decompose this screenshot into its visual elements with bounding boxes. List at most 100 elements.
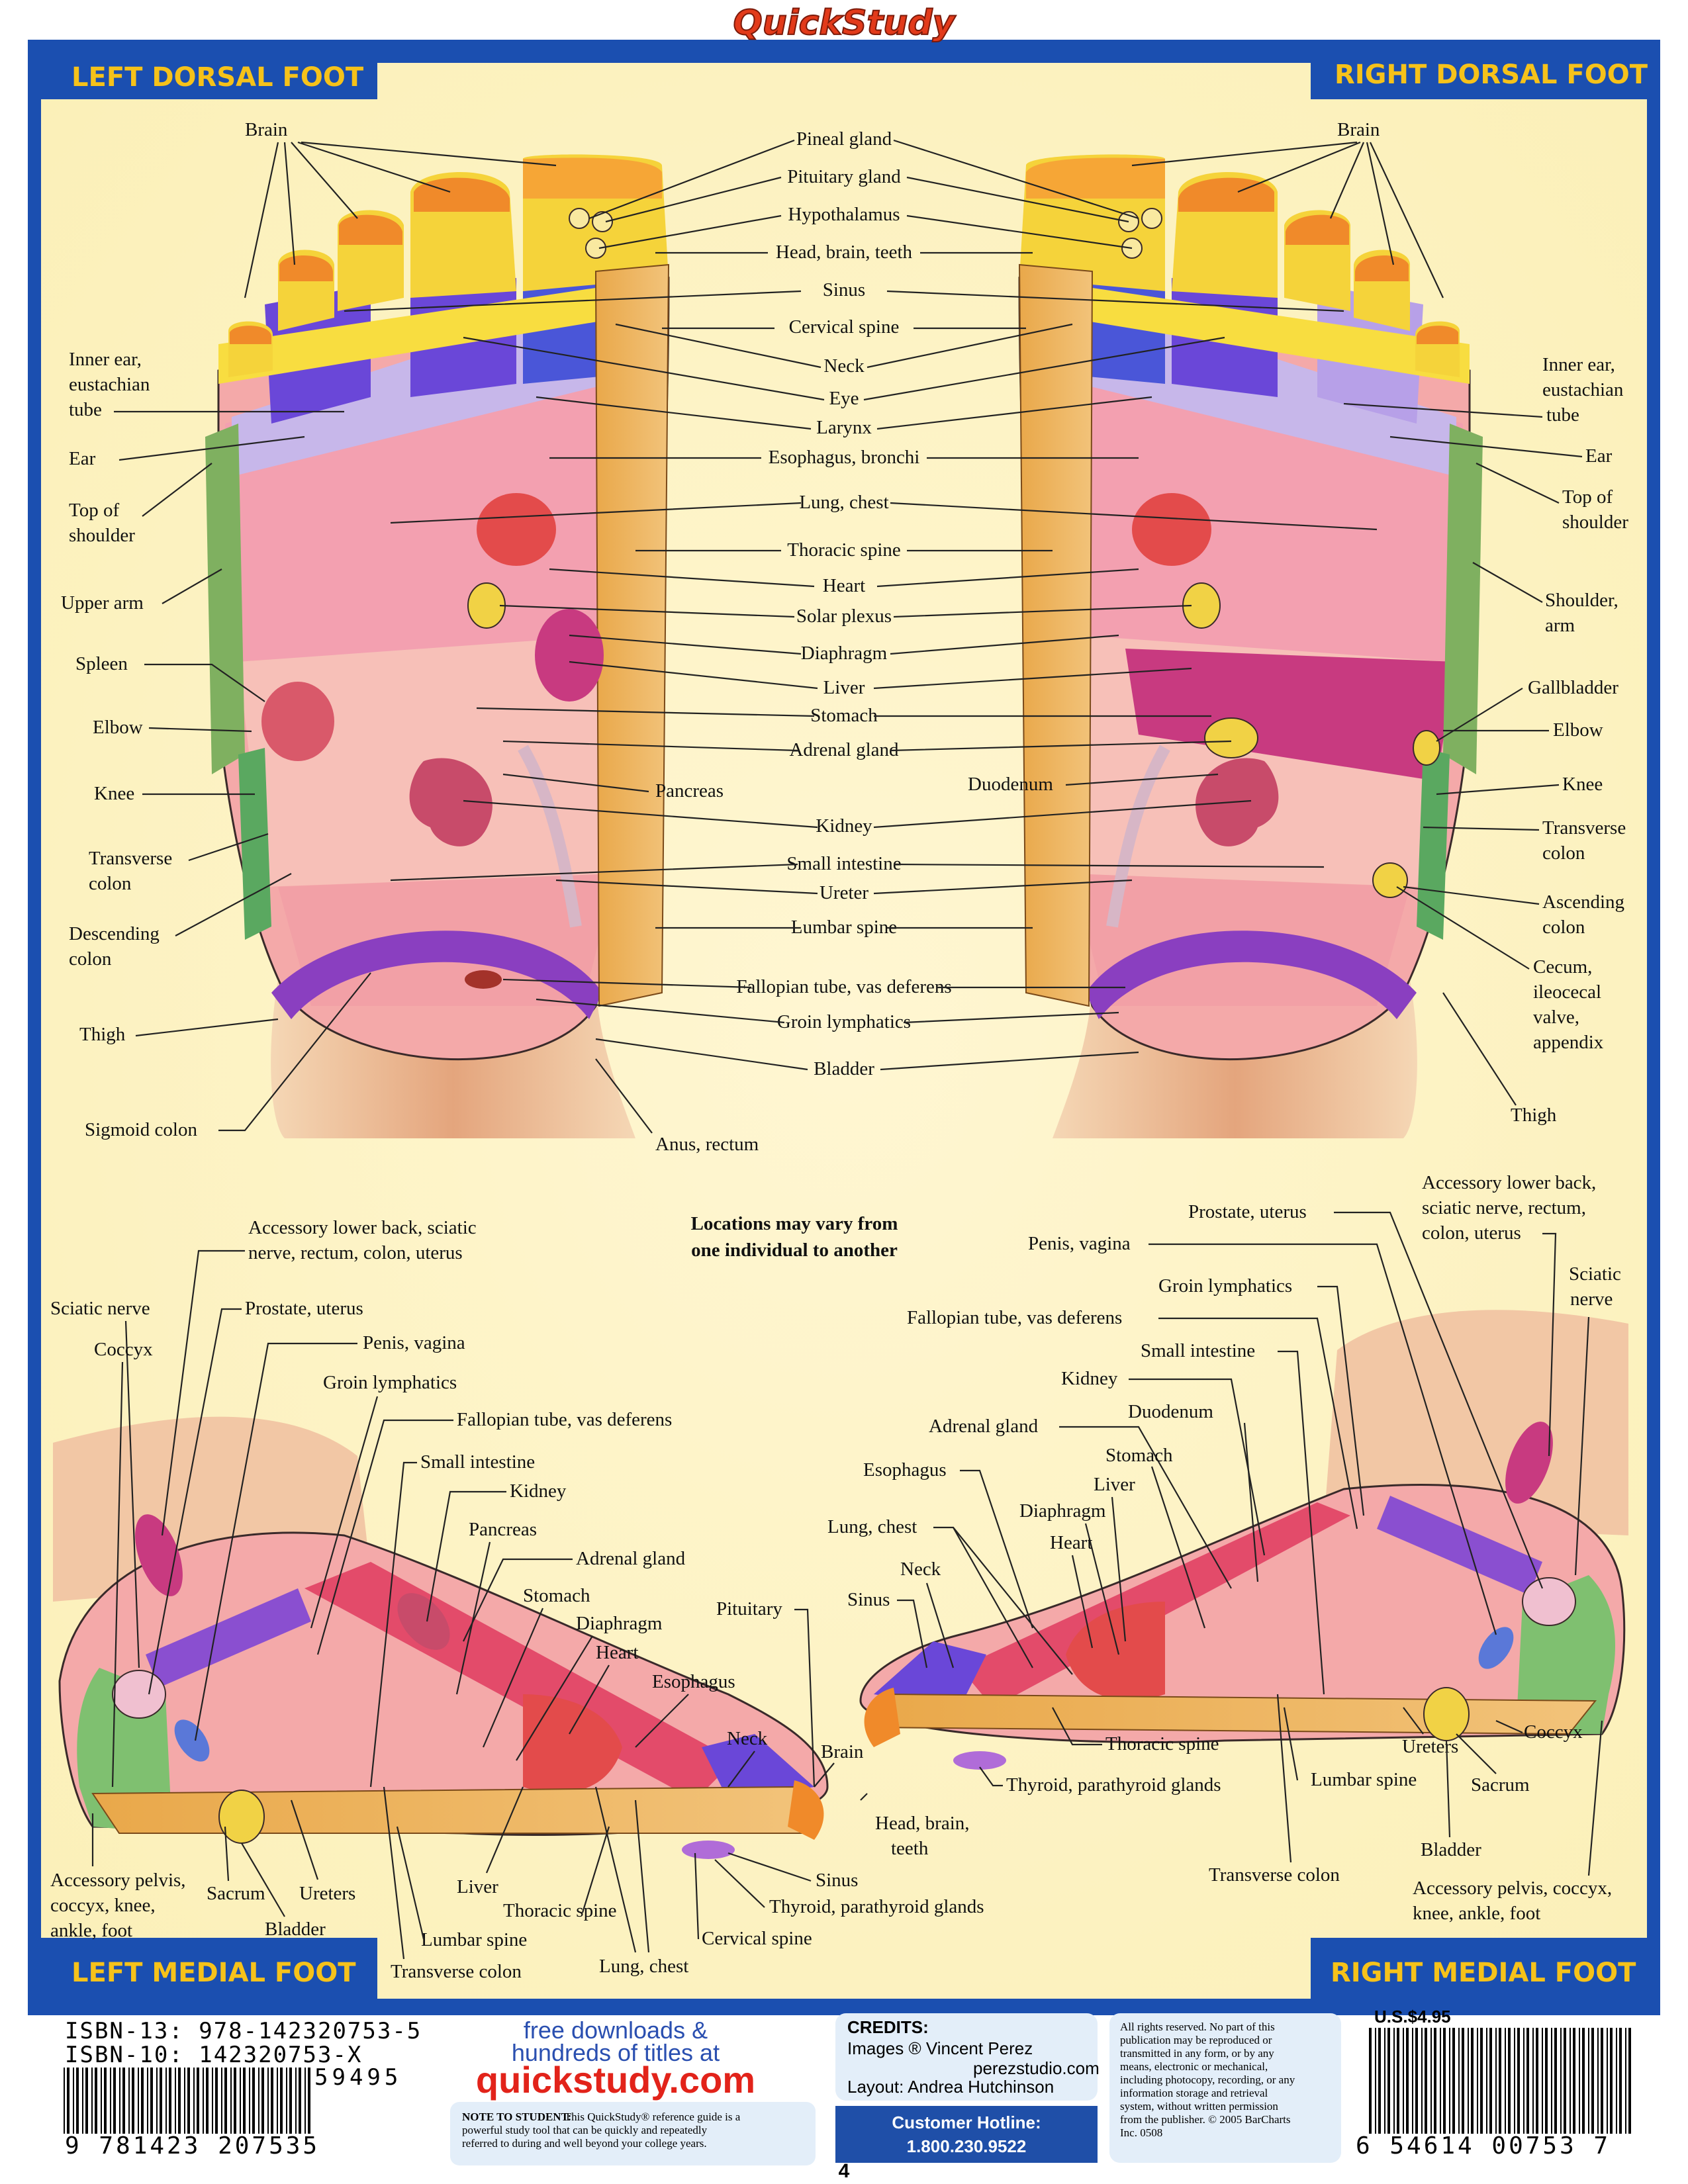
left-medial-labels-acc-pelvis-2-label: ankle, foot [50, 1920, 132, 1941]
panels-right-medial-label: RIGHT MEDIAL FOOT [1331, 1958, 1636, 1988]
left-medial-labels-sinus-label: Sinus [816, 1870, 858, 1891]
dorsal-center-labels-14-label: Diaphragm [801, 643, 888, 664]
left-dorsal-labels-thigh-label: Thigh [79, 1024, 126, 1045]
left-dorsal-labels-anus-label: Anus, rectum [655, 1134, 759, 1155]
barcode-bar [1607, 2028, 1608, 2134]
dorsal-center-labels-4-label: Sinus [823, 279, 865, 300]
barcode-bar [1526, 2028, 1529, 2134]
credits-box [835, 2013, 1098, 2101]
dorsal-center-labels-1-label: Pituitary gland [787, 166, 901, 187]
header-right-medial: RIGHT MEDIAL FOOT [1311, 1938, 1647, 2000]
barcode-bar [104, 2068, 107, 2134]
right-medial-labels-sciatic-0-label: Sciatic [1569, 1263, 1621, 1285]
right-medial-labels-stomach-label: Stomach [1105, 1445, 1173, 1466]
left-medial-labels-cervical-label: Cervical spine [702, 1928, 812, 1949]
dorsal-center-labels-23-label: Groin lymphatics [777, 1011, 911, 1032]
right-medial-labels: Accessory lower back, sciatic nerve, rec… [827, 1172, 1621, 1924]
barcode-bar [193, 2068, 195, 2134]
barcode-bar [119, 2068, 120, 2134]
barcode-bar [160, 2068, 162, 2134]
barcode-bar [1591, 2028, 1594, 2134]
barcode-bar [184, 2068, 185, 2134]
dorsal-center-labels-20-label: Ureter [820, 882, 868, 903]
free-downloads: free downloads & [524, 2017, 708, 2044]
barcode-bar [1588, 2028, 1589, 2134]
barcode-bar [1573, 2028, 1575, 2134]
barcode-bar [305, 2068, 306, 2134]
barcode-bar [206, 2068, 209, 2134]
right-dorsal-labels-top-shoulder-1-label: shoulder [1562, 512, 1628, 533]
left-medial-labels-brain-label: Brain [821, 1741, 864, 1762]
left-dorsal-labels-knee-label: Knee [94, 783, 134, 804]
right-medial-labels-coccyx-label: Coccyx [1524, 1721, 1583, 1743]
right-medial-labels-neck-label: Neck [900, 1559, 941, 1580]
dorsal-center-labels-0-label: Pineal gland [796, 128, 892, 150]
right-toes [1019, 154, 1460, 377]
barcode-bar [110, 2068, 111, 2134]
barcode-bar [1514, 2028, 1515, 2134]
barcode-bar [1628, 2028, 1631, 2134]
right-medial-labels-sciatic-1-label: nerve [1570, 1289, 1613, 1310]
barcode-bar [138, 2068, 139, 2134]
barcode-bar [249, 2068, 250, 2134]
right-medial-labels-acc-pelvis-1-label: knee, ankle, foot [1413, 1903, 1540, 1924]
quickstudy-site-link[interactable]: quickstudy.com [476, 2059, 755, 2101]
left-dorsal-labels-upper-arm-label: Upper arm [61, 592, 144, 614]
right-dorsal-labels-top-shoulder-0-label: Top of [1562, 486, 1613, 508]
left-dorsal-labels: Brain Inner ear, eustachian tube Ear Top… [61, 119, 759, 1155]
left-dorsal-labels-transverse-0-label: Transverse [89, 848, 172, 869]
barcode-bar [271, 2068, 273, 2134]
left-medial-labels-acc-lower-back-0-label: Accessory lower back, sciatic [248, 1217, 477, 1238]
dorsal-center-labels-12-label: Heart [823, 575, 865, 596]
hotline-number: 1.800.230.9522 [907, 2136, 1027, 2156]
barcode-bar [1452, 2028, 1455, 2134]
variation-note-line1: Locations may vary from [691, 1213, 898, 1234]
barcode-bar [1425, 2028, 1427, 2134]
barcode-bar [1403, 2028, 1404, 2134]
dorsal-center-labels-21-label: Lumbar spine [791, 917, 897, 938]
left-medial-foot [53, 1416, 829, 1859]
barcode-bar [1375, 2028, 1376, 2134]
barcode-bar [1545, 2028, 1548, 2134]
barcode-bar [203, 2068, 204, 2134]
barcode-bar [1415, 2028, 1418, 2134]
barcode-bar [299, 2068, 301, 2134]
barcode-bar [85, 2068, 88, 2134]
quickstudy-logo: QuickStudy [733, 3, 957, 44]
barcode-bar [1406, 2028, 1409, 2134]
right-dorsal-labels-thigh-label: Thigh [1511, 1105, 1557, 1126]
right-medial-labels-heart-label: Heart [1050, 1532, 1092, 1553]
left-dorsal-labels-transverse-1-label: colon [89, 873, 132, 894]
left-medial-labels-heart-label: Heart [596, 1642, 638, 1663]
dorsal-center-labels-16-label: Stomach [810, 705, 878, 726]
right-dorsal-labels-cecum-1-label: ileocecal [1533, 981, 1601, 1003]
barcode-bar [132, 2068, 134, 2134]
right-dorsal-labels-knee-label: Knee [1562, 774, 1603, 795]
rights-box [1109, 2013, 1341, 2163]
left-medial-labels-acc-pelvis-0-label: Accessory pelvis, [50, 1870, 186, 1891]
right-medial-labels-lung-label: Lung, chest [827, 1516, 917, 1537]
left-medial-labels-coccyx-label: Coccyx [94, 1339, 153, 1360]
variation-note-line2: one individual to another [691, 1240, 898, 1261]
right-medial-labels-small-int-label: Small intestine [1141, 1340, 1255, 1361]
barcode-bar [1619, 2028, 1622, 2134]
dorsal-center-labels-8-label: Larynx [816, 417, 872, 438]
right-medial-labels-acc-pelvis-0-label: Accessory pelvis, coccyx, [1413, 1878, 1612, 1899]
left-toes [228, 154, 669, 377]
barcode-bar [1430, 2028, 1432, 2134]
right-medial-labels-prostate-label: Prostate, uterus [1188, 1201, 1307, 1222]
panels-left-dorsal-label: LEFT DORSAL FOOT [71, 62, 364, 93]
barcode-bar [101, 2068, 102, 2134]
right-medial-labels-ureters-label: Ureters [1402, 1736, 1458, 1757]
barcode-bar [1551, 2028, 1552, 2134]
right-dorsal-labels-ear-label: Ear [1585, 445, 1613, 467]
left-medial-labels-small-int-label: Small intestine [420, 1451, 535, 1473]
left-medial-labels-acc-lower-back-1-label: nerve, rectum, colon, uterus [248, 1242, 463, 1263]
panels-left-medial-label: LEFT MEDIAL FOOT [71, 1958, 356, 1988]
barcode-bar [1393, 2028, 1395, 2134]
dorsal-center-labels-24-label: Bladder [814, 1058, 874, 1079]
left-dorsal-labels-brain-label: Brain [245, 119, 288, 140]
right-medial-labels-acc-lower-back-2-label: colon, uterus [1422, 1222, 1521, 1244]
left-dorsal-labels-sigmoid-label: Sigmoid colon [85, 1119, 197, 1140]
